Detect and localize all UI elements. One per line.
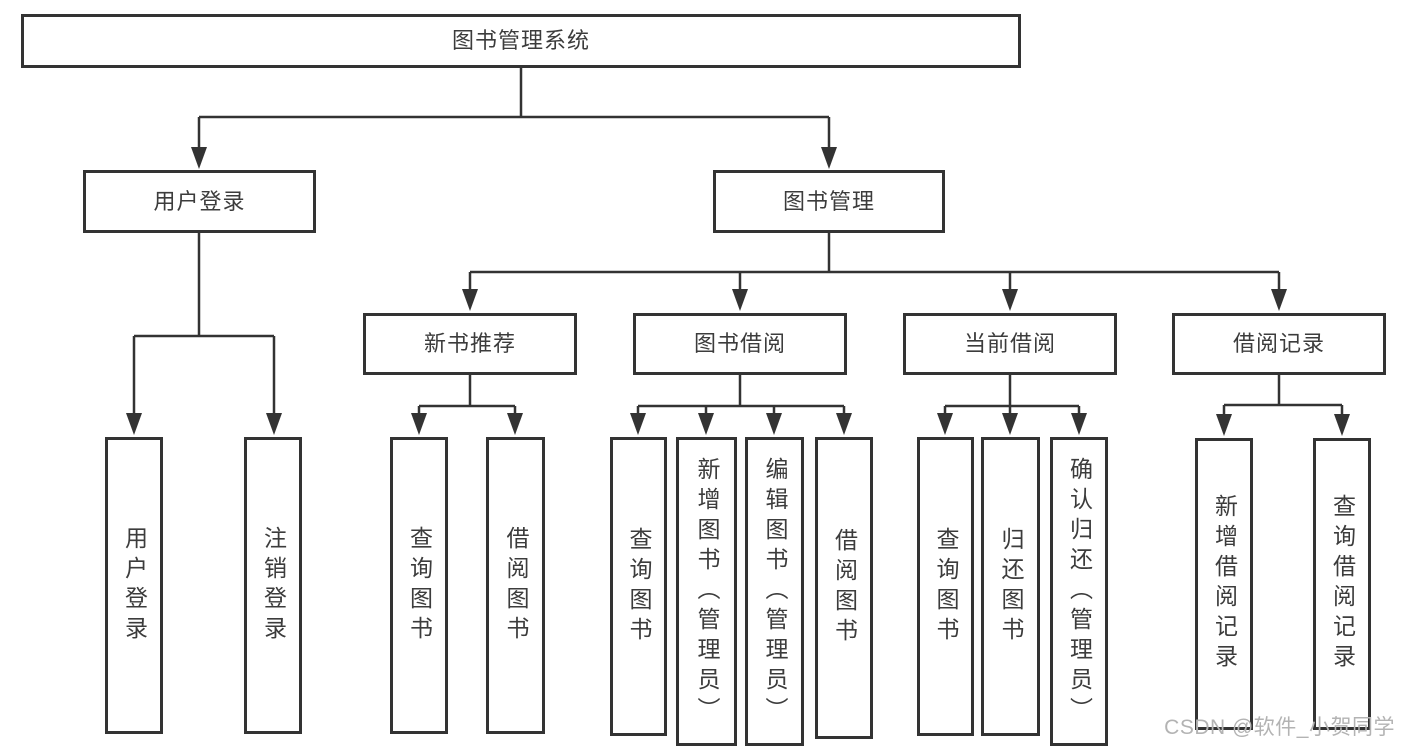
node-current-borrowing-label: 当前借阅	[963, 331, 1056, 356]
leaf-query-book-current: 查询图书	[917, 437, 974, 736]
node-book-management-label: 图书管理	[782, 188, 875, 214]
leaf-borrow-book-borrowing-label: 借阅图书	[831, 528, 858, 648]
leaf-query-book-current-label: 查询图书	[933, 526, 959, 647]
leaf-confirm-return-admin: 确认归还（管理员）	[1050, 437, 1108, 746]
leaf-logout: 注销登录	[244, 437, 302, 734]
leaf-add-book-admin-label: 新增图书（管理员）	[694, 456, 720, 727]
leaf-query-book-recommend: 查询图书	[390, 437, 448, 734]
leaf-borrow-book-borrowing: 借阅图书	[815, 437, 873, 739]
leaf-user-login: 用户登录	[105, 437, 163, 734]
node-root: 图书管理系统	[21, 14, 1021, 68]
leaf-edit-book-admin-label: 编辑图书（管理员）	[762, 456, 788, 727]
leaf-query-borrow-record-label: 查询借阅记录	[1329, 494, 1356, 674]
node-book-borrowing-label: 图书借阅	[693, 331, 786, 356]
leaf-borrow-book-recommend: 借阅图书	[486, 437, 545, 734]
leaf-logout-label: 注销登录	[260, 525, 287, 646]
leaf-borrow-book-recommend-label: 借阅图书	[503, 525, 529, 646]
node-borrowing-records: 借阅记录	[1172, 313, 1386, 375]
leaf-add-borrow-record: 新增借阅记录	[1195, 438, 1253, 730]
leaf-query-book-recommend-label: 查询图书	[406, 525, 433, 646]
leaf-add-book-admin: 新增图书（管理员）	[676, 437, 737, 746]
leaf-confirm-return-admin-label: 确认归还（管理员）	[1066, 456, 1093, 727]
node-book-borrowing: 图书借阅	[633, 313, 847, 375]
node-new-book-recommend-label: 新书推荐	[423, 331, 516, 356]
node-current-borrowing: 当前借阅	[903, 313, 1117, 375]
node-borrowing-records-label: 借阅记录	[1232, 331, 1325, 356]
leaf-return-book-label: 归还图书	[998, 526, 1024, 647]
node-book-management: 图书管理	[713, 170, 945, 233]
node-new-book-recommend: 新书推荐	[363, 313, 577, 375]
leaf-query-book-borrowing: 查询图书	[610, 437, 667, 736]
leaf-return-book: 归还图书	[981, 437, 1040, 736]
node-root-label: 图书管理系统	[451, 28, 590, 53]
node-user-login: 用户登录	[83, 170, 316, 233]
leaf-add-borrow-record-label: 新增借阅记录	[1211, 494, 1238, 674]
leaf-query-borrow-record: 查询借阅记录	[1313, 438, 1371, 730]
watermark: CSDN @软件_小贺同学	[1164, 716, 1395, 739]
leaf-edit-book-admin: 编辑图书（管理员）	[745, 437, 804, 746]
leaf-user-login-label: 用户登录	[121, 525, 148, 646]
node-user-login-label: 用户登录	[153, 188, 246, 214]
arrowheads	[126, 147, 1350, 436]
leaf-query-book-borrowing-label: 查询图书	[626, 526, 652, 647]
